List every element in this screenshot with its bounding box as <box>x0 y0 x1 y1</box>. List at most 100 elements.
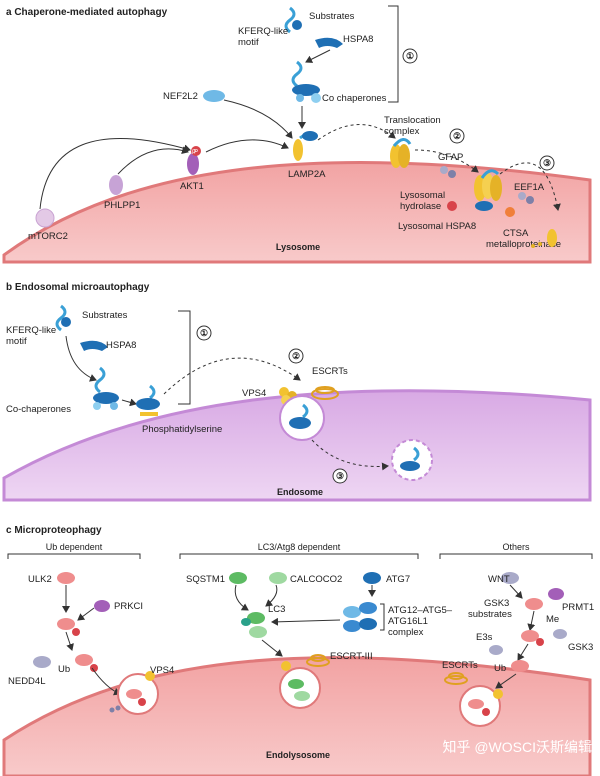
escrt3-spiral <box>306 654 330 667</box>
kferq-label-b-1: KFERQ-like <box>6 325 56 336</box>
ctsa-label-1: CTSA <box>503 228 529 239</box>
akt1-shape <box>187 153 199 175</box>
gsk3-substrate-shape <box>525 598 543 610</box>
atg7-shape <box>363 572 381 584</box>
step2-marker: ② <box>453 131 461 141</box>
lc3-vesicle <box>279 667 321 709</box>
lys-hspa8-label: Lysosomal HSPA8 <box>398 221 476 232</box>
sqstm1-label: SQSTM1 <box>186 574 225 585</box>
vps4-label-c: VPS4 <box>150 665 174 676</box>
panel-b: b Endosomal microautophagy Endosome ① Su… <box>2 282 592 502</box>
atg-complex <box>343 602 377 632</box>
step2-marker-b: ② <box>292 351 300 361</box>
gfap-shape <box>440 166 456 178</box>
phlpp1-shape <box>109 175 123 195</box>
escrts-label-c: ESCRTs <box>442 660 478 671</box>
step1-marker-b: ① <box>200 328 208 338</box>
ub-label-2: Ub <box>494 663 506 674</box>
group-others: Others <box>502 542 530 552</box>
multimeric-lamp2a-complex <box>474 169 502 211</box>
me-label: Me <box>546 614 559 625</box>
endolysosome-label: Endolysosome <box>266 750 330 760</box>
invagination-vesicle-b <box>279 395 325 441</box>
akt1-p-text: P <box>192 150 196 156</box>
ub-label-1: Ub <box>58 664 70 675</box>
step1-marker: ① <box>406 51 414 61</box>
ctsa-label-2: metalloproteinase <box>486 239 561 250</box>
cochaperones-label: Co chaperones <box>322 93 387 104</box>
hspa8-shape-b <box>80 340 108 351</box>
p-mark-a: P <box>194 150 198 156</box>
watermark: 知乎 @WOSCI沃斯编辑 <box>442 739 592 755</box>
atg7-label: ATG7 <box>386 574 410 585</box>
calcoco2-shape <box>269 572 287 584</box>
lc3-vps4-shape <box>281 661 291 671</box>
ulk2-phospho-icon <box>72 628 80 636</box>
wnt-label: WNT <box>488 574 510 585</box>
ulk2-p2-icon <box>90 664 98 672</box>
panel-c: c Microproteophagy Endolysosome Ub depen… <box>2 525 594 776</box>
escrt-spiral-b <box>311 386 339 400</box>
mtorc2-label: mTORC2 <box>28 231 68 242</box>
mtorc2-shape <box>35 208 55 228</box>
ulk2-label: ULK2 <box>28 574 52 585</box>
lc3-cluster <box>241 612 267 638</box>
substrate-hspa8-complex <box>291 60 321 103</box>
ctsa-icon <box>505 207 515 217</box>
lysosomal-hydrolase-icon <box>447 201 457 211</box>
phlpp1-label: PHLPP1 <box>104 200 140 211</box>
atg-complex-label-2: ATG16L1 <box>388 616 428 627</box>
ubiquitinated-ulk2 <box>75 654 93 666</box>
ulk2-phos-shape <box>57 618 75 630</box>
step1-bracket-b <box>178 310 191 405</box>
panel-c-title: c Microproteophagy <box>6 525 102 536</box>
phospho-text-layer: P <box>194 150 198 156</box>
nedd4l-label: NEDD4L <box>8 676 46 687</box>
others-vesicle <box>459 685 501 727</box>
group-ub-dependent: Ub dependent <box>46 542 103 552</box>
lamp2a-label: LAMP2A <box>288 169 326 180</box>
substrate-hspa8-complex-b <box>93 366 119 410</box>
vps4-label-b: VPS4 <box>242 388 266 399</box>
nef2l2-label: NEF2L2 <box>163 91 198 102</box>
e3s-label: E3s <box>476 632 493 643</box>
cochaperones-label-b: Co-chaperones <box>6 404 71 415</box>
gsk3-substrates-label-1: GSK3 <box>484 598 509 609</box>
akt1-phospho-icon <box>191 146 201 156</box>
eef1a-shape <box>518 192 534 204</box>
ub-vesicle <box>109 673 159 715</box>
gfap-label: GFAP <box>438 152 463 163</box>
methylated-substrate <box>521 630 539 642</box>
translocation-label-1: Translocation <box>384 115 441 126</box>
prmt1-shape <box>548 588 564 600</box>
lamp2a-receptor <box>293 131 318 161</box>
wnt-shape <box>501 572 519 584</box>
substrates-label: Substrates <box>309 11 355 22</box>
others-vps4-shape <box>493 689 503 699</box>
calcoco2-label: CALCOCO2 <box>290 574 342 585</box>
lysosome-membrane <box>2 161 592 264</box>
escrts-spiral-c <box>444 672 468 685</box>
membrane-bound-complex-b <box>136 384 160 416</box>
gsk3-substrates-label-2: substrates <box>468 609 512 620</box>
substrate-chain <box>284 6 302 34</box>
intraluminal-vesicle-b <box>391 439 433 481</box>
nedd4l-shape <box>33 656 51 668</box>
hspa8-shape <box>315 37 343 48</box>
nef2l2-shape <box>203 90 225 102</box>
atg-complex-label-1: ATG12–ATG5– <box>388 605 453 616</box>
akt1-label: AKT1 <box>180 181 204 192</box>
step3-marker-b: ③ <box>336 471 344 481</box>
substrate-chain-b <box>55 304 71 332</box>
kferq-label-b-2: motif <box>6 336 27 347</box>
prkci-shape <box>94 600 110 612</box>
hspa8-label-b: HSPA8 <box>106 340 136 351</box>
endosome-label: Endosome <box>277 487 323 497</box>
kferq-label-1: KFERQ-like <box>238 26 288 37</box>
substrates-label-b: Substrates <box>82 310 128 321</box>
e3s-shape <box>489 645 503 655</box>
translocation-label-2: complex <box>384 126 420 137</box>
lys-hydrolase-label-1: Lysosomal <box>400 190 445 201</box>
kferq-label-2: motif <box>238 37 259 48</box>
